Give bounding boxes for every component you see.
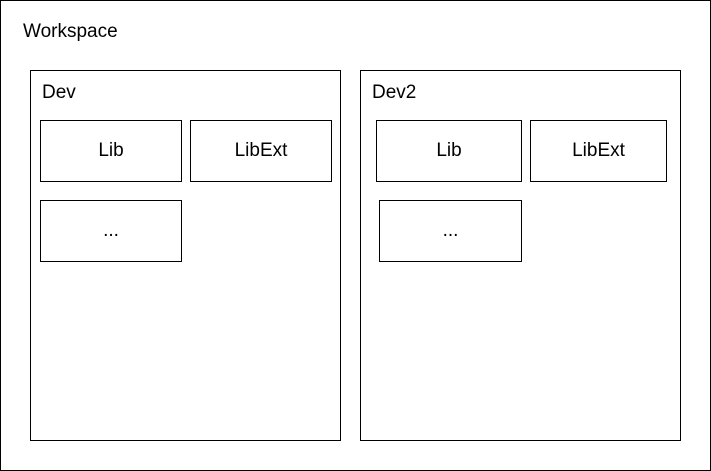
dev2-node-more: ... — [379, 200, 522, 262]
group-dev2-label: Dev2 — [372, 82, 417, 103]
dev-node-lib: Lib — [40, 120, 182, 182]
dev-node-more: ... — [40, 200, 182, 262]
dev-node-libext: LibExt — [190, 120, 332, 182]
dev2-node-libext: LibExt — [530, 120, 667, 182]
dev2-node-lib: Lib — [376, 120, 522, 182]
workspace-label: Workspace — [23, 21, 118, 42]
group-dev2: Dev2 Lib LibExt ... — [360, 70, 681, 441]
group-dev: Dev Lib LibExt ... — [30, 70, 341, 441]
group-dev-label: Dev — [42, 82, 76, 103]
